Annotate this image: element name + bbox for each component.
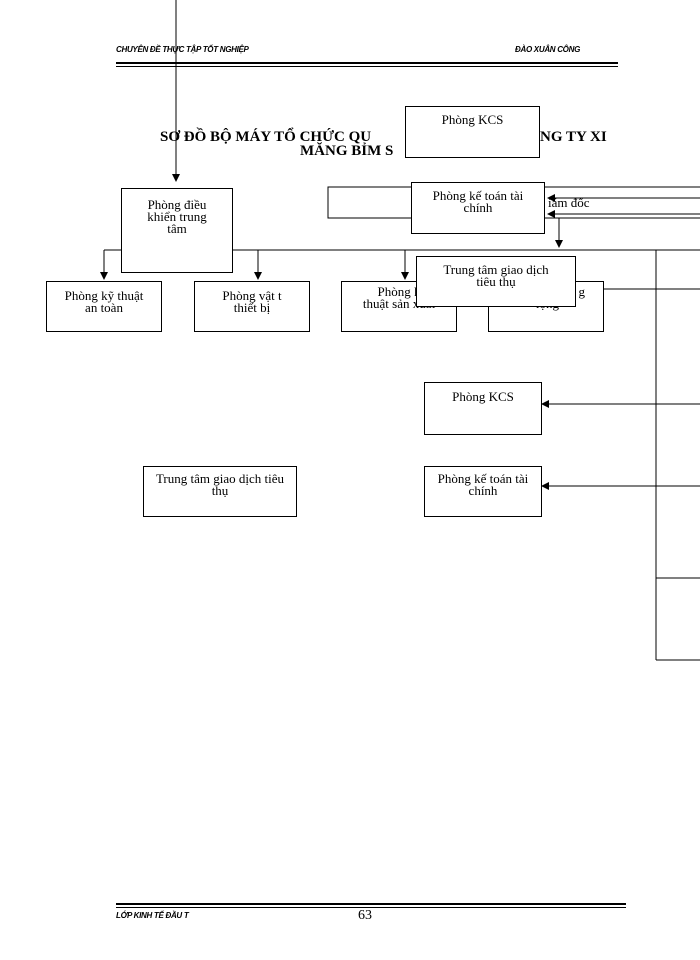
header-rule-thin bbox=[116, 66, 618, 67]
box-kythuat-sanxuat-line1: Phòng k bbox=[377, 284, 421, 299]
box-kcs-mid-label: Phòng KCS bbox=[452, 389, 514, 404]
box-trungtam-overlay-label: Trung tâm giao dịch tiêu thụ bbox=[443, 262, 549, 289]
box-kythuat-antoan-label: Phòng kỹ thuật an toàn bbox=[64, 288, 144, 315]
diagram-title-line1-left: SƠ ĐỒ BỘ MÁY TỔ CHỨC QU bbox=[160, 129, 372, 145]
box-vattu-label: Phòng vật t thiết bị bbox=[222, 288, 282, 315]
box-kcs-top-label: Phòng KCS bbox=[441, 112, 504, 127]
box-ketoan-mid-label: Phòng kế toán tài chính bbox=[437, 471, 529, 498]
box-dieukhien: Phòng điều khiển trung tâm bbox=[121, 188, 233, 273]
box-trungtam-left-label: Trung tâm giao dịch tiêu thụ bbox=[155, 471, 285, 498]
box-trungtam-left: Trung tâm giao dịch tiêu thụ bbox=[143, 466, 297, 517]
box-ketoan-overlay: Phòng kế toán tài chính bbox=[411, 182, 545, 234]
header-right: ĐÀO XUÂN CÔNG bbox=[515, 45, 580, 54]
box-dieukhien-label: Phòng điều khiển trung tâm bbox=[147, 197, 207, 236]
box-kcs-mid: Phòng KCS bbox=[424, 382, 542, 435]
footer-rule-thick bbox=[116, 903, 626, 905]
page-number: 63 bbox=[358, 908, 372, 923]
box-ketoan-mid: Phòng kế toán tài chính bbox=[424, 466, 542, 517]
box-laodong-line1: g bbox=[578, 284, 586, 299]
footer-left: LỚP KINH TẾ ĐẦU T bbox=[116, 911, 189, 920]
footer-rule-thin bbox=[116, 907, 626, 908]
diagram-title-line2: MĂNG BỈM S bbox=[300, 143, 394, 159]
header-rule-thick bbox=[116, 62, 618, 64]
box-trungtam-overlay: Trung tâm giao dịch tiêu thụ bbox=[416, 256, 576, 307]
header-left: CHUYÊN ĐỀ THỰC TẬP TỐT NGHIỆP bbox=[116, 45, 249, 54]
box-ketoan-overlay-label: Phòng kế toán tài chính bbox=[432, 188, 524, 215]
director-label: iám đốc bbox=[548, 195, 590, 210]
box-kythuat-antoan: Phòng kỹ thuật an toàn bbox=[46, 281, 162, 332]
box-kcs-top: Phòng KCS bbox=[405, 106, 540, 158]
box-vattu: Phòng vật t thiết bị bbox=[194, 281, 310, 332]
diagram-title-line1-right: NG TY XI bbox=[540, 129, 607, 145]
